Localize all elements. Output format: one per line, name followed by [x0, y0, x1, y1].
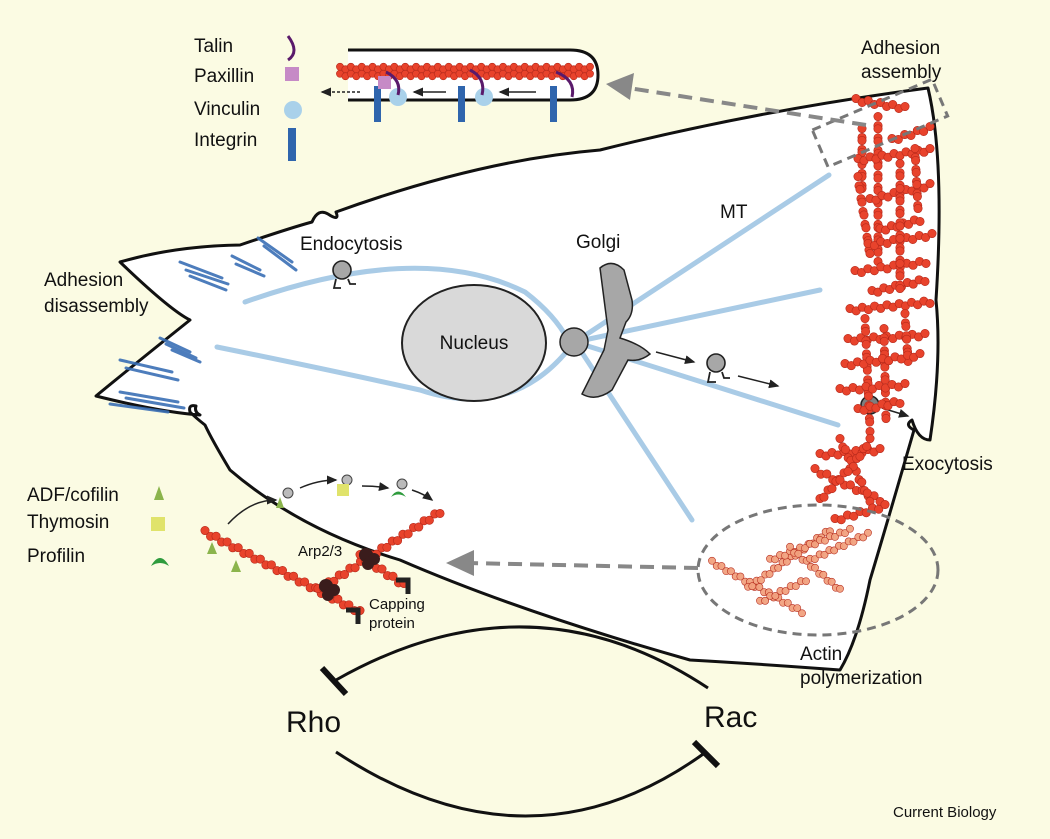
- microtubule-1: [242, 265, 571, 343]
- adhesion-disassembly-label-1: Adhesion: [44, 270, 123, 291]
- rho-inhibits-rac-arc: [335, 750, 707, 818]
- mt-label: MT: [720, 202, 748, 223]
- legend-vinculin-label: Vinculin: [194, 99, 260, 120]
- trafficking-arrow-2: [737, 375, 780, 389]
- adhesion-assembly-label-1: Adhesion: [861, 38, 940, 59]
- rho-label: Rho: [286, 706, 341, 739]
- arp23-label: Arp2/3: [298, 543, 342, 560]
- rac-inhibits-rho-arc: [335, 625, 709, 690]
- inset-actin-bundle: [336, 62, 594, 81]
- monomer-recycling-arc: [227, 495, 278, 525]
- legend-integrin-icon: [288, 128, 296, 161]
- centrosome: [559, 327, 589, 357]
- inset-adhesion-components: [320, 68, 575, 122]
- legend-vinculin-icon: [284, 101, 302, 119]
- adhesion-assembly-pointer: [621, 85, 867, 127]
- legend-paxillin-icon: [285, 67, 299, 81]
- legend-talin-icon: [286, 35, 296, 62]
- journal-credit: Current Biology: [893, 804, 997, 821]
- legend-cofilin-label: ADF/cofilin: [27, 485, 119, 506]
- adhesion-disassembly-label-2: disassembly: [44, 296, 149, 317]
- actin-polymerization-label-2: polymerization: [800, 668, 923, 689]
- actin-polymerization-ellipse: [696, 503, 940, 637]
- legend-thymosin-icon: [151, 517, 165, 531]
- rho-inhibition-bar: [319, 665, 349, 697]
- actin-polymerization-network: [708, 524, 872, 618]
- nucleus: [401, 284, 547, 402]
- rac-label: Rac: [704, 701, 757, 734]
- golgi: [581, 262, 652, 398]
- legend-thymosin-label: Thymosin: [27, 512, 109, 533]
- endocytic-vesicle: [332, 260, 356, 289]
- rac-inhibition-bar: [691, 739, 721, 769]
- actin-polymerization-arrowhead: [446, 550, 474, 576]
- exocytic-vesicle-1: [706, 353, 730, 383]
- golgi-label: Golgi: [576, 232, 620, 253]
- legend-integrin-label: Integrin: [194, 130, 257, 151]
- legend-profilin-label: Profilin: [27, 546, 85, 567]
- actin-polymerization-pointer: [467, 561, 699, 570]
- capping-protein-label-1: Capping: [369, 596, 425, 613]
- focal-adhesion-inset: [320, 48, 600, 122]
- actin-dynamics-diagram: [200, 474, 445, 624]
- legend-cofilin-icon: [154, 486, 164, 500]
- disassembling-adhesions: [108, 236, 298, 414]
- adhesion-assembly-arrowhead: [606, 73, 634, 100]
- adhesion-assembly-label-2: assembly: [861, 62, 942, 83]
- legend-paxillin-label: Paxillin: [194, 66, 254, 87]
- capping-protein-label-2: protein: [369, 615, 415, 632]
- actin-polymerization-label-1: Actin: [800, 644, 842, 665]
- legend-profilin-icon: [151, 558, 169, 566]
- legend-talin-label: Talin: [194, 36, 233, 57]
- nucleus-label: Nucleus: [440, 333, 509, 354]
- endocytosis-label: Endocytosis: [300, 234, 402, 255]
- trafficking-arrow-1: [655, 351, 696, 365]
- microtubule-2: [214, 344, 571, 402]
- actin-filaments-detail: [200, 508, 445, 624]
- exocytosis-label: Exocytosis: [902, 454, 993, 475]
- adhesion-assembly-box: [810, 77, 950, 169]
